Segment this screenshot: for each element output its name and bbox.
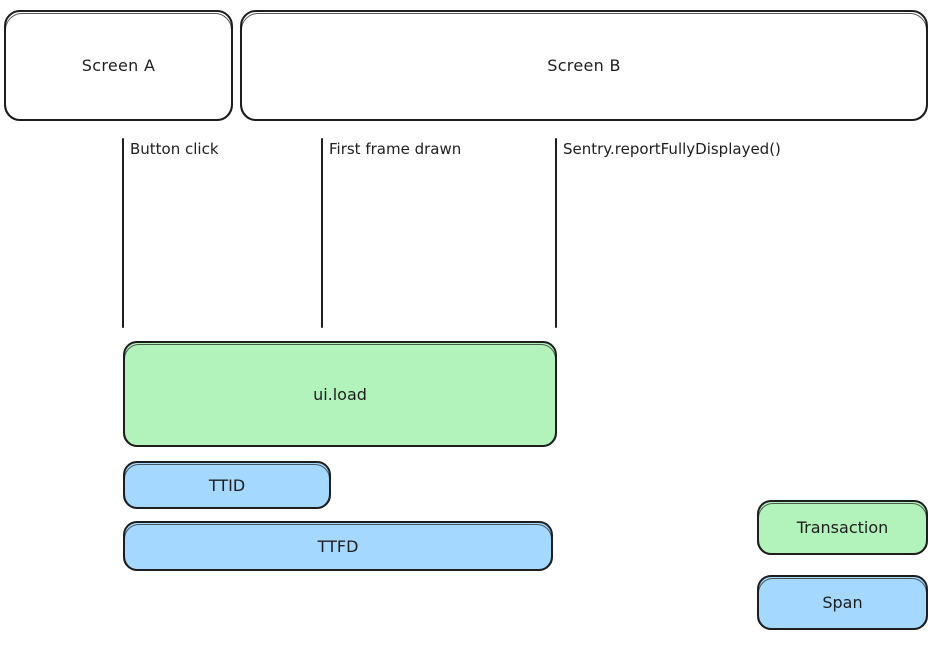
screen-a-box[interactable]: Screen A <box>4 10 233 121</box>
legend-transaction[interactable]: Transaction <box>757 500 928 555</box>
bar-ui-load[interactable]: ui.load <box>123 341 557 447</box>
screen-a-label: Screen A <box>81 56 156 75</box>
marker-tick-icon <box>321 138 324 328</box>
marker-tick-icon <box>122 138 125 328</box>
bar-ttfd-label: TTFD <box>317 536 359 556</box>
bar-ttid-label: TTID <box>208 475 246 495</box>
bar-ttfd[interactable]: TTFD <box>123 521 553 571</box>
screen-b-box[interactable]: Screen B <box>240 10 928 121</box>
screen-b-label: Screen B <box>547 56 621 75</box>
marker-report-fully-displayed-label: Sentry.reportFullyDisplayed() <box>563 140 781 158</box>
bar-ttid[interactable]: TTID <box>123 461 331 509</box>
legend-transaction-label: Transaction <box>796 518 889 537</box>
legend-span[interactable]: Span <box>757 575 928 630</box>
legend-span-label: Span <box>822 593 863 612</box>
bar-ui-load-label: ui.load <box>313 384 367 404</box>
marker-tick-icon <box>555 138 558 328</box>
marker-button-click-label: Button click <box>130 140 219 158</box>
marker-first-frame-drawn-label: First frame drawn <box>329 140 462 158</box>
